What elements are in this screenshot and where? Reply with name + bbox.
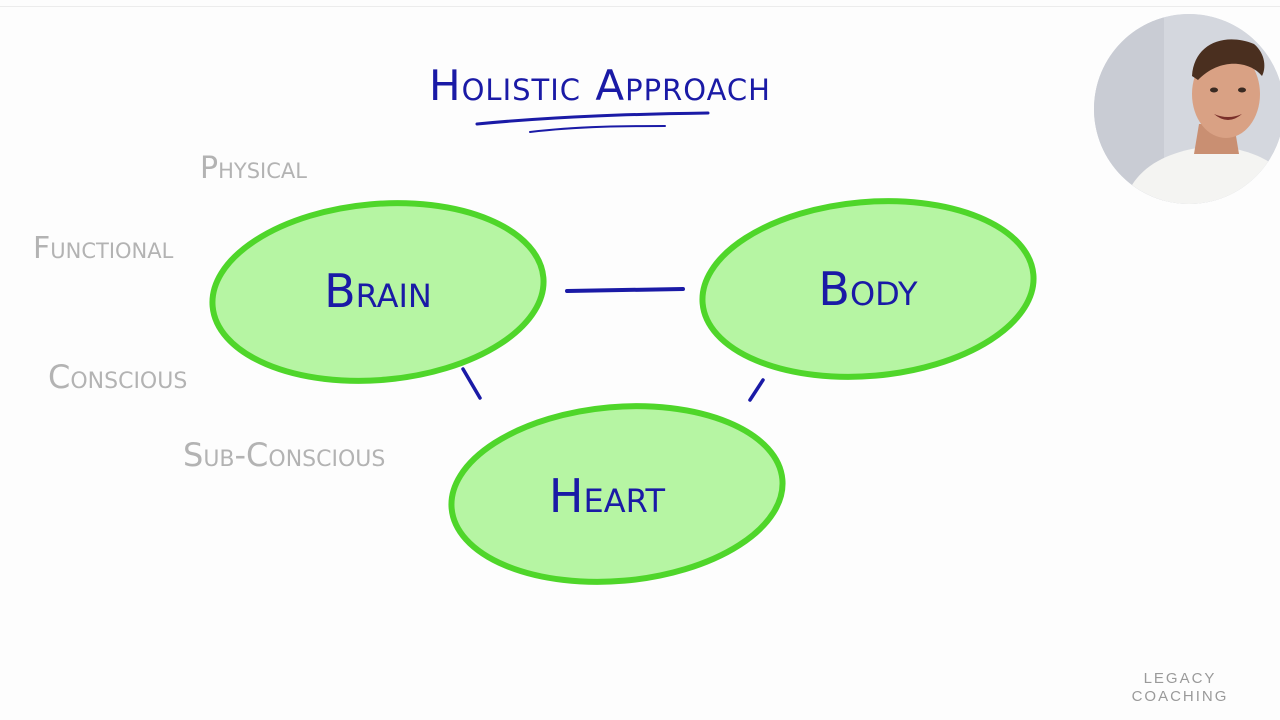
label-conscious: Conscious xyxy=(48,358,187,396)
legacy-coaching-logo: LEGACY COACHING xyxy=(1110,670,1250,706)
presenter-webcam xyxy=(1094,14,1280,204)
title-underline xyxy=(477,113,708,124)
label-functional: Functional xyxy=(33,231,174,266)
node-brain: Brain xyxy=(205,190,551,394)
presenter-image xyxy=(1094,14,1280,204)
node-body-label: Body xyxy=(818,262,918,316)
diagram-title: Holistic Approach xyxy=(429,61,771,110)
connector-brain-body xyxy=(567,289,683,291)
node-brain-label: Brain xyxy=(324,264,432,318)
label-physical: Physical xyxy=(200,151,307,186)
node-body: Body xyxy=(695,188,1041,390)
label-subconscious: Sub-Conscious xyxy=(183,436,385,474)
title-underline-2 xyxy=(530,126,665,132)
node-heart-label: Heart xyxy=(549,469,666,523)
logo-line-1: LEGACY xyxy=(1110,670,1250,688)
connector-body-heart xyxy=(750,380,763,400)
connector-brain-heart xyxy=(463,369,480,398)
node-heart: Heart xyxy=(444,393,790,595)
logo-line-2: COACHING xyxy=(1110,688,1250,706)
